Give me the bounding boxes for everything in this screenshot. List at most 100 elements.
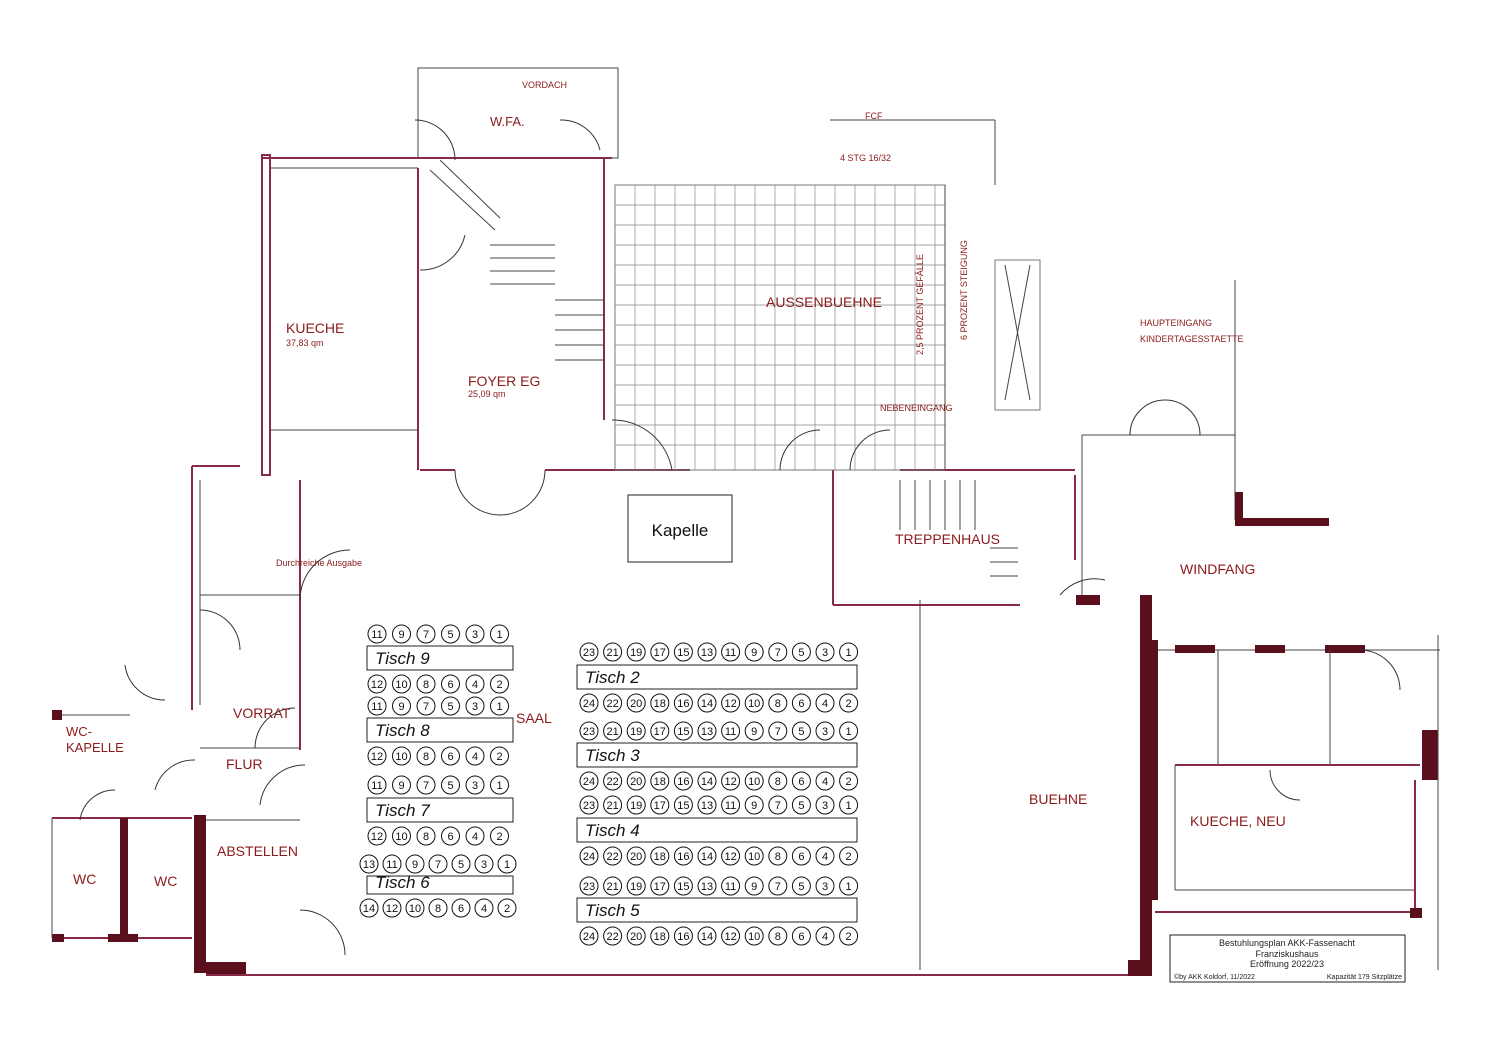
seat[interactable]: 22 [603,771,623,791]
seat[interactable]: 18 [650,693,670,713]
seat[interactable]: 2 [839,771,859,791]
table[interactable]: Tisch 2 [576,664,858,690]
seat[interactable]: 2 [490,826,509,846]
seat[interactable]: 10 [744,846,764,866]
seat[interactable]: 12 [382,898,402,918]
seat[interactable]: 9 [405,854,425,874]
seat[interactable]: 15 [673,876,693,896]
seat[interactable]: 24 [579,846,599,866]
seat[interactable]: 20 [626,693,646,713]
seat[interactable]: 18 [650,771,670,791]
seat[interactable]: 5 [441,775,460,795]
seat[interactable]: 2 [839,846,859,866]
seat[interactable]: 1 [490,775,509,795]
seat[interactable]: 21 [603,795,623,815]
table[interactable]: Tisch 8 [366,717,514,743]
seat[interactable]: 5 [791,642,811,662]
seat[interactable]: 5 [791,795,811,815]
seat[interactable]: 4 [815,771,835,791]
seat[interactable]: 24 [579,771,599,791]
seat[interactable]: 8 [768,693,788,713]
seat[interactable]: 17 [650,795,670,815]
seat[interactable]: 9 [744,795,764,815]
seat[interactable]: 3 [465,775,485,795]
seat[interactable]: 6 [451,898,471,918]
seat[interactable]: 11 [721,876,741,896]
seat[interactable]: 8 [416,746,436,766]
seat[interactable]: 20 [626,771,646,791]
seat[interactable]: 15 [673,721,693,741]
seat[interactable]: 20 [626,846,646,866]
seat[interactable]: 6 [791,693,811,713]
seat[interactable]: 11 [367,624,387,644]
seat[interactable]: 9 [744,721,764,741]
table[interactable]: Tisch 6 [366,873,514,895]
seat[interactable]: 5 [441,696,460,716]
seat[interactable]: 23 [579,721,599,741]
seat[interactable]: 1 [839,721,859,741]
seat[interactable]: 11 [367,696,387,716]
seat[interactable]: 3 [474,854,494,874]
seat[interactable]: 9 [744,876,764,896]
seat[interactable]: 3 [815,876,835,896]
seat[interactable]: 7 [428,854,448,874]
seat[interactable]: 12 [721,926,741,946]
seat[interactable]: 7 [416,775,436,795]
seat[interactable]: 1 [839,795,859,815]
seat[interactable]: 9 [392,775,411,795]
seat[interactable]: 19 [626,721,646,741]
seat[interactable]: 22 [603,926,623,946]
seat[interactable]: 12 [367,674,387,694]
seat[interactable]: 7 [768,642,788,662]
seat[interactable]: 9 [744,642,764,662]
seat[interactable]: 11 [721,721,741,741]
seat[interactable]: 4 [474,898,494,918]
seat[interactable]: 6 [791,926,811,946]
seat[interactable]: 20 [626,926,646,946]
seat[interactable]: 9 [392,624,411,644]
seat[interactable]: 13 [697,876,717,896]
seat[interactable]: 10 [405,898,425,918]
seat[interactable]: 8 [768,846,788,866]
seat[interactable]: 4 [465,746,485,766]
seat[interactable]: 4 [815,846,835,866]
seat[interactable]: 5 [791,721,811,741]
seat[interactable]: 6 [791,846,811,866]
seat[interactable]: 23 [579,876,599,896]
seat[interactable]: 2 [839,693,859,713]
seat[interactable]: 8 [768,771,788,791]
seat[interactable]: 4 [815,693,835,713]
seat[interactable]: 6 [441,746,460,766]
seat[interactable]: 8 [768,926,788,946]
seat[interactable]: 13 [697,795,717,815]
seat[interactable]: 5 [451,854,471,874]
table[interactable]: Tisch 7 [366,797,514,823]
seat[interactable]: 22 [603,846,623,866]
seat[interactable]: 4 [815,926,835,946]
seat[interactable]: 11 [721,642,741,662]
seat[interactable]: 1 [839,642,859,662]
seat[interactable]: 10 [744,926,764,946]
seat[interactable]: 19 [626,876,646,896]
seat[interactable]: 1 [497,854,517,874]
seat[interactable]: 18 [650,926,670,946]
seat[interactable]: 2 [490,674,509,694]
seat[interactable]: 16 [673,693,693,713]
seat[interactable]: 11 [382,854,402,874]
seat[interactable]: 10 [392,746,411,766]
seat[interactable]: 23 [579,795,599,815]
seat[interactable]: 3 [815,795,835,815]
seat[interactable]: 7 [416,696,436,716]
seat[interactable]: 10 [744,693,764,713]
seat[interactable]: 5 [791,876,811,896]
seat[interactable]: 4 [465,826,485,846]
seat[interactable]: 6 [441,674,460,694]
seat[interactable]: 21 [603,721,623,741]
seat[interactable]: 16 [673,771,693,791]
seat[interactable]: 13 [359,854,379,874]
seat[interactable]: 19 [626,642,646,662]
seat[interactable]: 2 [839,926,859,946]
seat[interactable]: 10 [392,826,411,846]
seat[interactable]: 18 [650,846,670,866]
seat[interactable]: 15 [673,642,693,662]
